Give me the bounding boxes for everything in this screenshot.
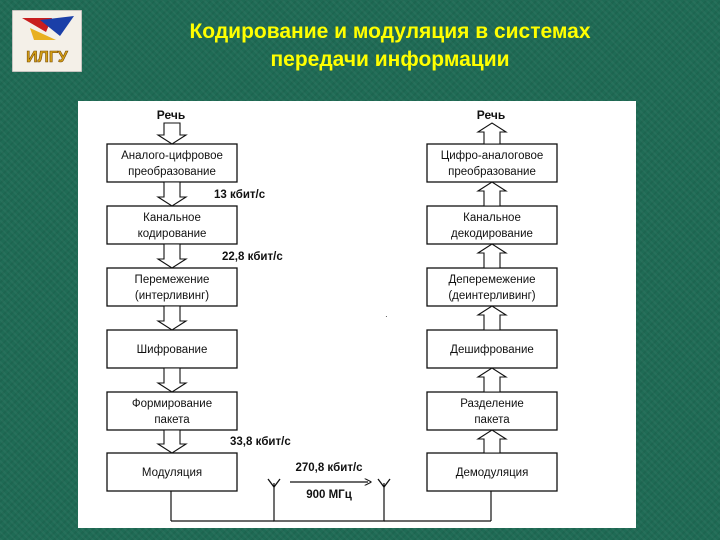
tx-arrow-4 bbox=[156, 367, 188, 393]
rx-block-3-label: Деперемежение bbox=[448, 274, 535, 286]
radio-channel: 270,8 кбит/с 900 МГц bbox=[267, 462, 391, 522]
rx-block-2-sublabel: декодирование bbox=[451, 228, 533, 240]
tx-block-1 bbox=[106, 143, 238, 183]
tx-block-5-sublabel: пакета bbox=[154, 414, 190, 426]
tx-input-arrow bbox=[156, 122, 188, 145]
rx-output-arrow bbox=[476, 122, 508, 145]
rate-label-adc: 13 кбит/с bbox=[214, 189, 266, 201]
channel-feed-line bbox=[273, 483, 385, 522]
tx-block-6 bbox=[106, 452, 238, 492]
tx-block-6-label: Модуляция bbox=[142, 467, 202, 479]
rx-block-3-sublabel: (деинтерливинг) bbox=[448, 290, 535, 302]
logo-text: ИЛГУ bbox=[26, 49, 69, 66]
rate-label-packet: 33,8 кбит/с bbox=[230, 436, 291, 448]
tx-block-1-label: Аналого-цифровое bbox=[121, 150, 223, 162]
rx-arrow-5 bbox=[476, 429, 508, 454]
rx-block-1-label: Цифро-аналоговое bbox=[441, 150, 544, 162]
rx-block-5-label: Разделение bbox=[460, 398, 524, 410]
rx-antenna-icon bbox=[377, 478, 391, 489]
rx-block-1-sublabel: преобразование bbox=[448, 166, 536, 178]
tx-block-5 bbox=[106, 391, 238, 431]
tx-block-3-sublabel: (интерливинг) bbox=[135, 290, 209, 302]
rx-arrow-1 bbox=[476, 181, 508, 207]
stray-dot: · bbox=[385, 312, 388, 321]
page-title: Кодирование и модуляция в системах перед… bbox=[120, 18, 660, 74]
tx-block-2 bbox=[106, 205, 238, 245]
rx-block-6-label: Демодуляция bbox=[456, 467, 529, 479]
tx-block-4-label: Шифрование bbox=[137, 344, 208, 356]
logo-triangle-shape bbox=[30, 28, 56, 40]
rx-output-label: Речь bbox=[477, 108, 505, 122]
logo-wing-shape bbox=[40, 16, 74, 36]
rx-block-4-label: Дешифрование bbox=[450, 344, 534, 356]
tx-block-3 bbox=[106, 267, 238, 307]
rx-arrow-2 bbox=[476, 243, 508, 269]
rx-arrow-4 bbox=[476, 367, 508, 393]
page-title-line1: Кодирование и модуляция в системах bbox=[189, 20, 591, 43]
tx-block-2-label: Канальное bbox=[143, 212, 201, 224]
page-title-line2: передачи информации bbox=[270, 48, 510, 71]
university-logo: ИЛГУ bbox=[12, 10, 82, 72]
tx-block-1-sublabel: преобразование bbox=[128, 166, 216, 178]
tx-arrow-2 bbox=[156, 243, 188, 269]
tx-antenna-icon bbox=[267, 478, 281, 489]
tx-arrow-1 bbox=[156, 181, 188, 207]
tx-input-label: Речь bbox=[157, 108, 185, 122]
tx-block-2-sublabel: кодирование bbox=[138, 228, 207, 240]
tx-arrow-3 bbox=[156, 305, 188, 331]
tx-arrow-5 bbox=[156, 429, 188, 454]
channel-freq-label: 900 МГц bbox=[306, 489, 352, 501]
tx-block-5-label: Формирование bbox=[132, 398, 212, 410]
rx-block-5 bbox=[426, 391, 558, 431]
rx-block-5-sublabel: пакета bbox=[474, 414, 510, 426]
rx-block-6 bbox=[426, 452, 558, 492]
rate-label-coding: 22,8 кбит/с bbox=[222, 251, 283, 263]
tx-block-4 bbox=[106, 329, 238, 369]
channel-rate-label: 270,8 кбит/с bbox=[295, 462, 363, 474]
rx-arrow-3 bbox=[476, 305, 508, 331]
tx-block-3-label: Перемежение bbox=[135, 274, 210, 286]
rx-block-2-label: Канальное bbox=[463, 212, 521, 224]
